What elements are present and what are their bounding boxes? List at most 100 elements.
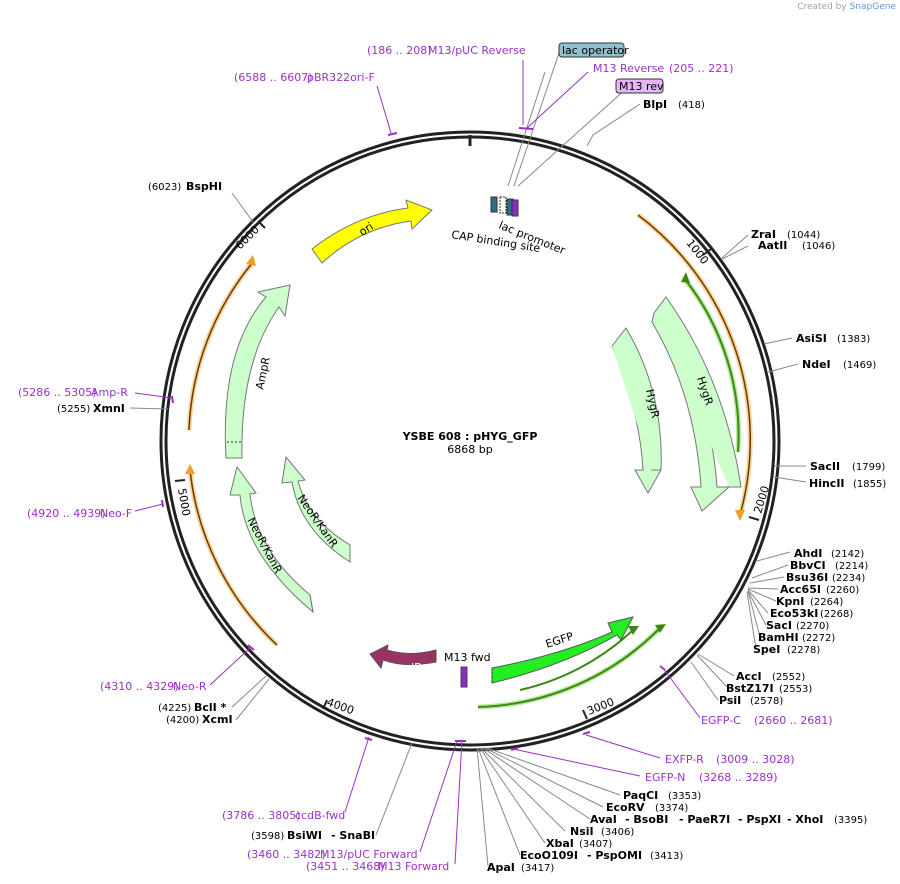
leader-m13rev bbox=[517, 86, 629, 187]
primer-marks bbox=[161, 127, 666, 751]
primer-leader-m13-fwd bbox=[454, 739, 463, 865]
enzyme-paer7i: - PaeR7I bbox=[679, 813, 730, 826]
enzyme-asisi: AsiSI bbox=[796, 332, 827, 345]
leader-eco0109i bbox=[477, 747, 521, 856]
snapgene-credit: Created by SnapGene bbox=[797, 2, 896, 12]
tick-2000 bbox=[748, 516, 760, 521]
enzyme-zrai: ZraI bbox=[751, 228, 776, 241]
leader-xbai bbox=[479, 747, 546, 844]
primer-mark-exfpr bbox=[582, 731, 591, 735]
primer-ccdbfwd-name: ccdB-fwd bbox=[295, 809, 345, 822]
enzyme-bamhi-pos: (2272) bbox=[802, 633, 835, 644]
enzyme-aatii: AatII bbox=[758, 239, 787, 252]
leader-lac-op bbox=[513, 49, 561, 187]
primer-egfpn-pos: (3268 .. 3289) bbox=[699, 771, 778, 784]
primer-leader-ccdbfwd bbox=[344, 736, 370, 813]
orf-hygr-orange-line bbox=[637, 214, 751, 516]
primer-egfpc-name: EGFP-C bbox=[701, 714, 741, 727]
enzyme-ndei-pos: (1469) bbox=[843, 360, 876, 371]
primer-neor-name: Neo-R bbox=[173, 680, 207, 693]
enzyme-nsii-pos: (3406) bbox=[601, 827, 634, 838]
enzyme-nsii: NsiI bbox=[570, 825, 594, 838]
feature-ccdb bbox=[369, 644, 437, 670]
enzyme-ndei: NdeI bbox=[802, 358, 831, 371]
feature-m13fwd-label: M13 fwd bbox=[444, 651, 491, 664]
snapgene-brand: SnapGene bbox=[849, 2, 896, 12]
primer-mark-ccdbfwd bbox=[364, 737, 373, 741]
primer-m13-fwd-pos: (3451 .. 3468) bbox=[306, 860, 385, 873]
primer-mark-neof bbox=[161, 499, 164, 508]
tick-3000 bbox=[582, 709, 588, 720]
leader-apai bbox=[476, 747, 489, 867]
enzyme-paqci: PaqCI bbox=[623, 789, 658, 802]
primer-m13puc-rev-name: M13/pUC Reverse bbox=[428, 44, 526, 57]
leader-acci bbox=[697, 653, 735, 677]
tick-label-5000: 5000 bbox=[175, 487, 193, 517]
enzyme-avai: AvaI bbox=[590, 813, 617, 826]
primer-leader-lines bbox=[134, 60, 701, 865]
enzyme-apai: ApaI bbox=[487, 861, 515, 874]
m13rev-box bbox=[615, 78, 664, 94]
enzyme-labels: BlpI (418) ZraI (1044) AatII (1046) AsiS… bbox=[57, 98, 886, 874]
feature-lac-promoter bbox=[499, 196, 507, 214]
leader-xcmi bbox=[235, 678, 270, 721]
enzyme-acc65i: Acc65I bbox=[780, 583, 821, 596]
enzyme-snabi: - SnaBI bbox=[331, 829, 375, 842]
enzyme-xbai-pos: (3407) bbox=[579, 839, 612, 850]
feature-egfp bbox=[491, 616, 634, 684]
feature-m13fwd-mark bbox=[460, 666, 468, 688]
leader-nsii bbox=[480, 747, 566, 832]
kb-ticks bbox=[174, 220, 760, 720]
primer-leader-m13-reverse bbox=[526, 71, 589, 129]
enzyme-acc65i-pos: (2260) bbox=[826, 585, 859, 596]
leader-ahdi bbox=[756, 551, 791, 562]
primer-neor-pos: (4310 .. 4329) bbox=[100, 680, 179, 693]
orf-ampr-head bbox=[246, 255, 256, 266]
primer-m13-fwd-name: M13 Forward bbox=[378, 860, 449, 873]
enzyme-ecorv: EcoRV bbox=[606, 801, 645, 814]
leader-bstz17i bbox=[696, 654, 729, 689]
enzyme-xbai: XbaI bbox=[546, 837, 574, 850]
enzyme-kpni-pos: (2264) bbox=[810, 597, 843, 608]
primer-ampr-name: Amp-R bbox=[91, 386, 128, 399]
primer-leader-pbr322 bbox=[376, 85, 392, 134]
orf-ampr-orange-line bbox=[188, 261, 254, 431]
feature-m13rev-mark bbox=[511, 199, 519, 217]
enzyme-bsu36i-pos: (2234) bbox=[832, 573, 865, 584]
feature-cap-site bbox=[490, 196, 498, 213]
leader-bbvci bbox=[751, 564, 789, 579]
tick-5000 bbox=[174, 479, 186, 482]
feature-ampr bbox=[224, 284, 291, 459]
primer-pbr322-name: pBR322ori-F bbox=[307, 71, 375, 84]
primer-m13-reverse-name: M13 Reverse bbox=[593, 62, 664, 75]
enzyme-sacii: SacII bbox=[810, 460, 840, 473]
leader-blpi bbox=[586, 103, 641, 147]
enzyme-bsobi: - BsoBI bbox=[625, 813, 668, 826]
orf-hygr-orange-head bbox=[735, 510, 745, 521]
primer-leader-ampr bbox=[134, 392, 173, 399]
enzyme-xcmi: XcmI bbox=[202, 713, 233, 726]
lac-operator-box bbox=[558, 42, 625, 58]
leader-avai bbox=[482, 747, 591, 820]
primer-neof-name: Neo-F bbox=[100, 507, 132, 520]
leader-aatii bbox=[721, 245, 749, 260]
enzyme-eco0109i: EcoO109I bbox=[520, 849, 578, 862]
leader-bamhi bbox=[747, 590, 761, 638]
enzyme-asisi-pos: (1383) bbox=[837, 334, 870, 345]
leader-saci bbox=[747, 590, 767, 626]
enzyme-apai-pos: (3417) bbox=[521, 863, 554, 874]
enzyme-psii-pos: (2578) bbox=[750, 696, 783, 707]
leader-kpni bbox=[747, 588, 777, 602]
enzyme-bamhi: BamHI bbox=[758, 631, 799, 644]
leader-ndei bbox=[767, 363, 799, 373]
feature-hygr-outer-tail bbox=[653, 296, 742, 488]
enzyme-xmni-pos: (5255) bbox=[57, 404, 90, 415]
enzyme-hincii-pos: (1855) bbox=[853, 479, 886, 490]
enzyme-kpni: KpnI bbox=[776, 595, 804, 608]
enzyme-bsiwi-pos: (3598) bbox=[251, 831, 284, 842]
primer-leader-neof bbox=[134, 503, 164, 512]
primer-leader-egfpc bbox=[662, 667, 701, 719]
enzyme-bsphi-pos: (6023) bbox=[148, 182, 181, 193]
primer-leader-exfpr bbox=[585, 734, 661, 759]
primer-mark-egfpc bbox=[659, 665, 666, 671]
